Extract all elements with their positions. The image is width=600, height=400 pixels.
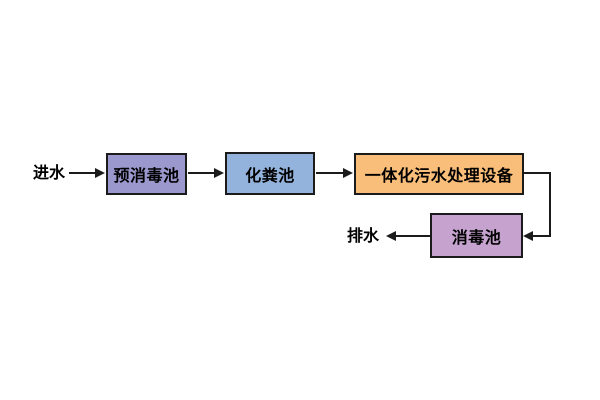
arrowhead-left-icon [523,231,533,241]
node-pre-disinfection-tank: 预消毒池 [106,153,187,195]
connector-vertical [549,172,551,237]
arrowhead-right-icon [95,168,105,178]
node-disinfection-tank: 消毒池 [430,213,523,258]
arrow-line-1 [188,172,215,174]
arrowhead-left-icon [386,231,396,241]
inflow-label: 进水 [33,163,66,182]
arrowhead-right-icon [214,168,224,178]
node-disinfection-tank-label: 消毒池 [451,227,502,247]
arrow-line-2 [316,172,343,174]
arrow-line-outflow [396,235,430,237]
outflow-label: 排水 [347,226,380,245]
connector-horizontal-top [524,172,551,174]
node-integrated-sewage-treatment-equipment: 一体化污水处理设备 [354,153,524,195]
arrowhead-right-icon [343,168,353,178]
connector-horizontal-bottom [533,235,551,237]
node-septic-tank-label: 化粪池 [245,165,295,185]
node-septic-tank: 化粪池 [225,152,315,195]
arrow-line-inflow [69,172,96,174]
node-pre-disinfection-tank-label: 预消毒池 [113,166,180,185]
node-integrated-sewage-treatment-equipment-label: 一体化污水处理设备 [364,166,514,185]
